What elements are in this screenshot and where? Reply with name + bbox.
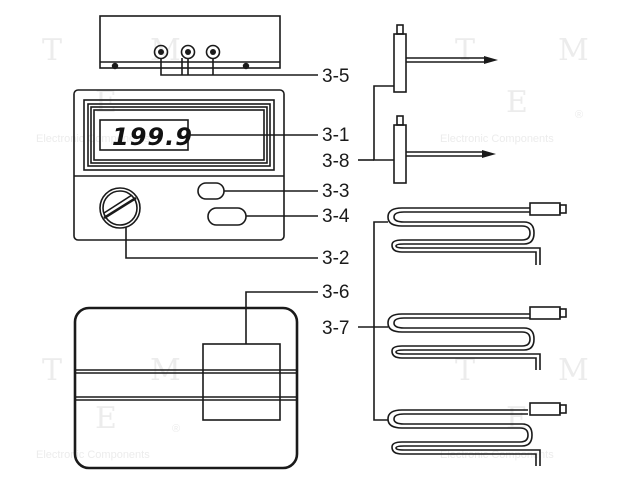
rotary-range-switch bbox=[99, 187, 141, 229]
svg-text:Electronic Components: Electronic Components bbox=[36, 449, 150, 461]
svg-text:E: E bbox=[506, 85, 528, 120]
callout-3-3: 3-3 bbox=[322, 181, 349, 202]
tester-top-view bbox=[99, 15, 318, 76]
lcd-reading: 199.9 bbox=[112, 123, 193, 151]
lead-plug-1 bbox=[529, 202, 561, 216]
foot-right bbox=[242, 62, 250, 70]
svg-text:E: E bbox=[95, 85, 117, 120]
probe-lower bbox=[393, 115, 496, 184]
probe-upper bbox=[393, 24, 498, 93]
button-3-3 bbox=[197, 182, 225, 200]
coiled-lead-3 bbox=[387, 402, 567, 466]
callout-3-2: 3-2 bbox=[322, 248, 349, 269]
svg-text:®: ® bbox=[172, 423, 180, 435]
lead-plug-3 bbox=[529, 402, 561, 416]
coiled-lead-1 bbox=[387, 202, 567, 265]
svg-text:T: T bbox=[42, 33, 62, 68]
callout-3-4: 3-4 bbox=[322, 206, 350, 227]
carrying-case bbox=[73, 291, 318, 470]
lead-plug-2 bbox=[529, 306, 561, 320]
svg-text:M: M bbox=[558, 353, 589, 388]
svg-text:E: E bbox=[506, 401, 528, 436]
callout-3-6: 3-6 bbox=[322, 282, 349, 303]
svg-text:Electronic Components: Electronic Components bbox=[36, 133, 150, 145]
tester-front-view: 199.9 bbox=[73, 89, 318, 259]
svg-text:T: T bbox=[455, 33, 475, 68]
foot-left bbox=[111, 62, 119, 70]
svg-text:T: T bbox=[455, 353, 475, 388]
callout-3-5: 3-5 bbox=[322, 66, 349, 87]
coiled-lead-2 bbox=[387, 306, 567, 370]
svg-text:Electronic Components: Electronic Components bbox=[440, 449, 554, 461]
svg-text:®: ® bbox=[575, 109, 583, 121]
svg-text:E: E bbox=[95, 401, 117, 436]
svg-text:Electronic Components: Electronic Components bbox=[440, 133, 554, 145]
watermark-top-right: T M E ® Electronic Components bbox=[440, 33, 589, 145]
case-strap-pocket bbox=[202, 343, 281, 421]
svg-text:M: M bbox=[558, 33, 589, 68]
input-terminals bbox=[153, 44, 221, 60]
button-3-4 bbox=[207, 207, 247, 226]
callout-3-1: 3-1 bbox=[322, 125, 349, 146]
svg-text:T: T bbox=[42, 353, 62, 388]
callout-3-8: 3-8 bbox=[322, 151, 349, 172]
callout-3-7: 3-7 bbox=[322, 318, 349, 339]
